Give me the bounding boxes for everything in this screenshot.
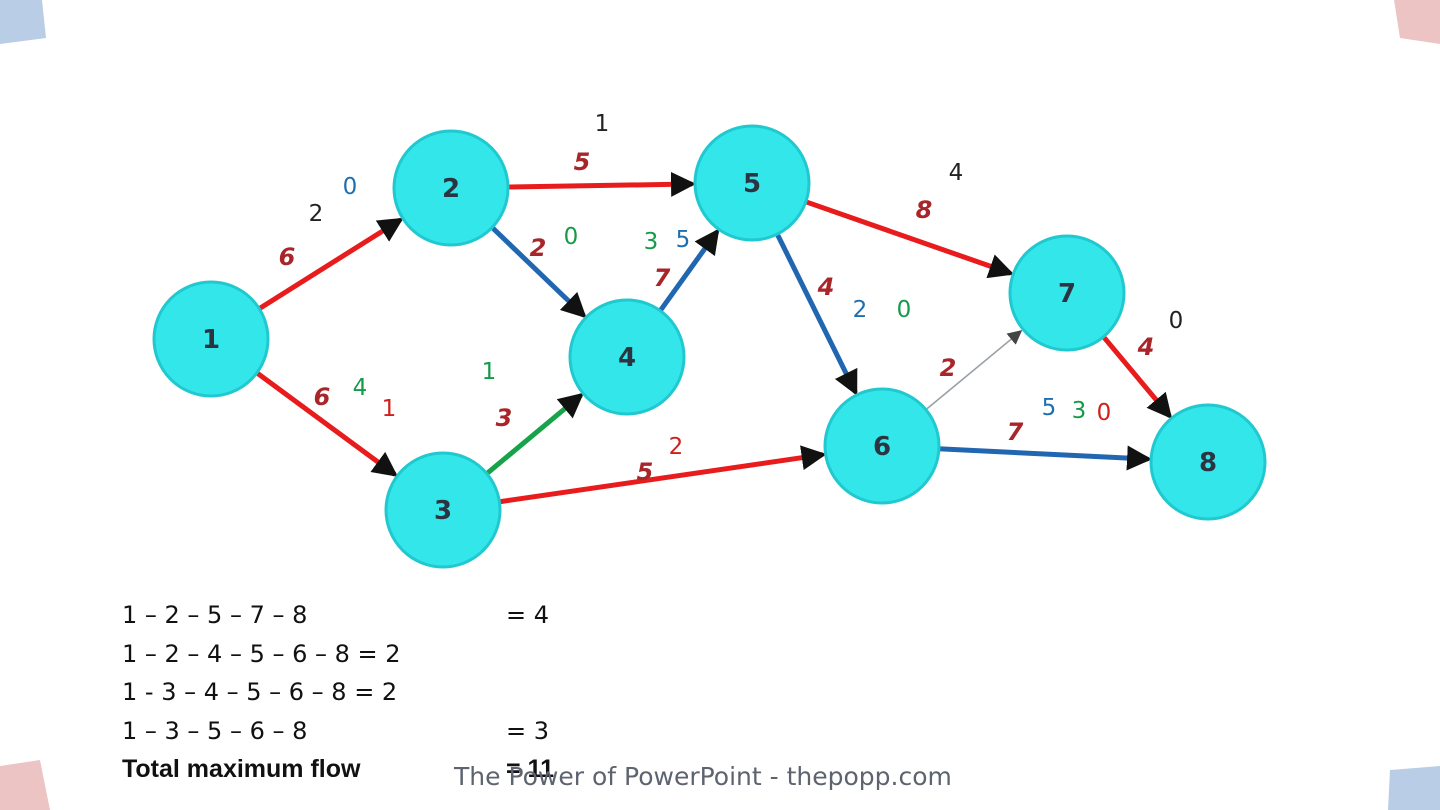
node-circle [568, 298, 686, 416]
path-flow-value: = 3 [506, 716, 550, 745]
path-row-2: 1 – 2 – 4 – 5 – 6 – 8 = 2 [122, 635, 642, 674]
flow-annotation: 0 [1097, 400, 1112, 426]
node-4: 4 [568, 298, 686, 416]
flow-annotation: 0 [343, 174, 358, 200]
edge-2-4 [491, 226, 587, 319]
capacity-label-5-6: 4 [817, 273, 835, 301]
footer-credit: The Power of PowerPoint - thepopp.com [454, 762, 952, 791]
node-7: 7 [1008, 234, 1126, 352]
flow-annotation: 3 [644, 229, 659, 255]
node-8: 8 [1149, 403, 1267, 521]
path-row-3: 1 - 3 – 4 – 5 – 6 – 8 = 2 [122, 673, 642, 712]
node-label: 1 [202, 325, 220, 355]
path-route: 1 - 3 – 4 – 5 – 6 – 8 = 2 [122, 678, 398, 706]
capacity-label-2-5: 5 [574, 148, 591, 176]
total-flow-label: Total maximum flow [122, 755, 361, 783]
node-circle [1149, 403, 1267, 521]
node-5: 5 [693, 124, 811, 242]
path-row-4: 1 – 3 – 5 – 6 – 8 = 3 [122, 712, 642, 751]
corner-decoration-bottom-left [0, 760, 50, 810]
path-route: 1 – 2 – 5 – 7 – 8 [122, 601, 308, 629]
node-1: 1 [152, 280, 270, 398]
capacity-label-3-6: 5 [637, 458, 654, 486]
total-flow-value: = 11 [506, 755, 554, 783]
edge-4-5 [658, 228, 720, 312]
node-label: 2 [442, 174, 460, 204]
capacity-label-6-8: 7 [1007, 418, 1024, 446]
node-circle [823, 387, 941, 505]
edge-5-6 [775, 233, 858, 396]
edge-1-3 [255, 371, 398, 477]
edge-3-6 [498, 445, 827, 504]
capacity-label-6-7: 2 [940, 354, 957, 382]
edge-5-7 [805, 199, 1015, 279]
total-flow-row: Total maximum flow = 11 [122, 750, 642, 789]
edge-7-8 [1102, 335, 1173, 420]
path-flow-value: = 4 [506, 601, 550, 629]
node-label: 8 [1199, 448, 1217, 478]
capacity-label-1-3: 6 [314, 383, 331, 411]
flow-annotation: 0 [897, 297, 912, 323]
flow-annotation: 2 [669, 434, 684, 460]
node-circle [392, 129, 510, 247]
node-3: 3 [384, 451, 502, 569]
node-2: 2 [392, 129, 510, 247]
flow-annotation: 5 [1042, 395, 1057, 421]
flow-annotation: 0 [1169, 308, 1184, 334]
path-row-1: 1 – 2 – 5 – 7 – 8 = 4 [122, 596, 642, 635]
flow-annotation: 1 [382, 396, 397, 422]
node-circle [693, 124, 811, 242]
edges-layer [255, 171, 1173, 504]
flow-annotation: 5 [676, 227, 691, 253]
flow-annotation: 4 [949, 160, 964, 186]
edge-3-4 [485, 392, 584, 475]
capacity-label-3-4: 3 [496, 404, 513, 432]
flow-annotation: 1 [595, 111, 610, 137]
flow-annotation: 4 [353, 375, 368, 401]
node-label: 6 [873, 432, 891, 462]
edge-6-8 [938, 445, 1153, 471]
edge-1-2 [258, 217, 404, 311]
capacity-label-7-8: 4 [1137, 333, 1155, 361]
flow-annotation: 0 [564, 224, 579, 250]
path-route: 1 – 3 – 5 – 6 – 8 [122, 716, 308, 745]
corner-decoration-top-left [0, 0, 46, 44]
node-6: 6 [823, 387, 941, 505]
augmenting-paths-list: 1 – 2 – 5 – 7 – 8 = 4 1 – 2 – 4 – 5 – 6 … [122, 596, 642, 789]
node-circle [1008, 234, 1126, 352]
nodes-layer: 1 2 3 4 5 6 7 8 [152, 124, 1267, 569]
node-label: 3 [434, 496, 452, 526]
edge-6-7 [926, 330, 1023, 410]
node-label: 4 [618, 343, 636, 373]
corner-decoration-top-right [1394, 0, 1440, 44]
path-route: 1 – 2 – 4 – 5 – 6 – 8 = 2 [122, 639, 401, 668]
edge-2-5 [507, 171, 697, 197]
flow-annotation: 2 [853, 297, 868, 323]
flow-annotation: 2 [309, 201, 324, 227]
flow-annotation: 1 [482, 359, 497, 385]
node-circle [152, 280, 270, 398]
node-label: 7 [1058, 279, 1076, 309]
capacity-label-2-4: 2 [530, 234, 547, 262]
flow-annotation: 3 [1072, 398, 1087, 424]
capacity-label-5-7: 8 [916, 196, 933, 224]
capacity-label-1-2: 6 [279, 243, 296, 271]
node-circle [384, 451, 502, 569]
node-label: 5 [743, 169, 761, 199]
corner-decoration-bottom-right [1388, 766, 1440, 810]
capacity-label-4-5: 7 [654, 264, 671, 292]
